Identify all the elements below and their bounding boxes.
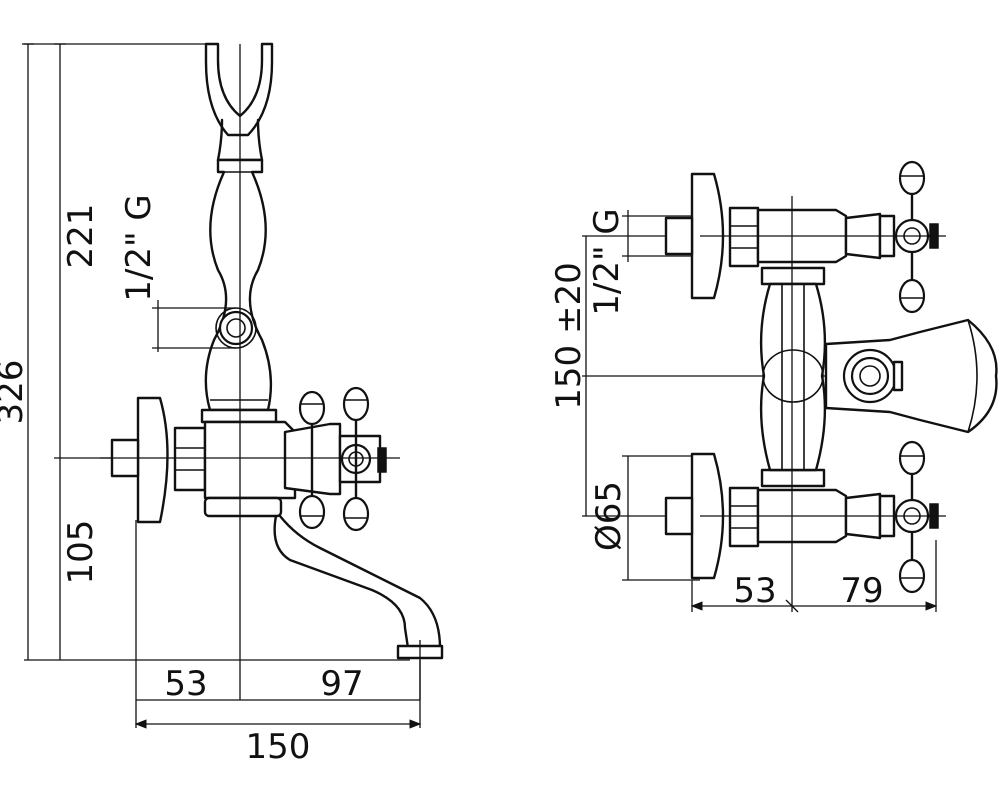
dim-upper-height: 221 bbox=[61, 204, 101, 269]
side-horizontal-dimensions bbox=[134, 660, 422, 729]
dim-inlet-spacing: 150 ±20 bbox=[549, 262, 589, 409]
dim-overall-height: 326 bbox=[0, 360, 31, 425]
cross-handle-side bbox=[298, 386, 387, 532]
dim-total-width: 150 bbox=[246, 727, 311, 767]
front-view: 1/2" G 150 ±20 Ø65 53 79 bbox=[549, 160, 998, 613]
dim-front-right-offset: 79 bbox=[840, 571, 883, 611]
front-central-body bbox=[759, 266, 827, 488]
shower-cradle bbox=[204, 42, 274, 162]
lower-inlet bbox=[664, 452, 896, 580]
dim-lower-height: 105 bbox=[61, 520, 101, 585]
spout bbox=[273, 514, 444, 660]
front-horizontal-dimensions bbox=[690, 599, 938, 613]
dim-flange-diameter: Ø65 bbox=[589, 481, 629, 551]
cross-handle-lower bbox=[894, 440, 939, 594]
dim-side-thread: 1/2" G bbox=[119, 194, 159, 302]
side-view: 326 221 105 1/2" G 53 97 150 bbox=[0, 42, 444, 767]
side-vertical-dimensions bbox=[22, 43, 410, 661]
dim-spout-reach: 97 bbox=[320, 664, 363, 704]
dim-front-left-offset: 53 bbox=[733, 571, 776, 611]
dim-side-left-offset: 53 bbox=[164, 664, 207, 704]
side-inlet bbox=[152, 300, 257, 352]
cross-handle-upper bbox=[894, 160, 939, 314]
riser-body bbox=[200, 158, 278, 424]
front-diverter bbox=[824, 318, 998, 434]
dim-front-thread: 1/2" G bbox=[587, 208, 627, 316]
